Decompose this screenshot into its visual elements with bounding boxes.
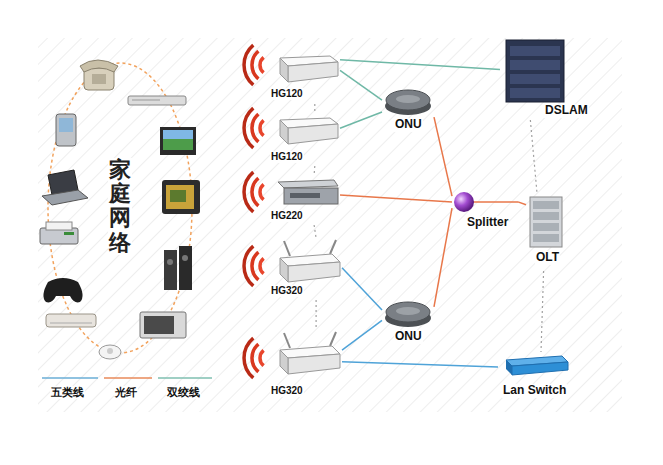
gateway-icon xyxy=(280,332,340,374)
onu-icon xyxy=(385,302,431,327)
connector-line xyxy=(340,70,382,100)
connector-line xyxy=(314,166,316,175)
device-label: HG320 xyxy=(270,285,304,297)
connector-line xyxy=(530,120,537,193)
connector-line xyxy=(518,202,526,205)
region-title: 家庭网络 xyxy=(108,158,132,255)
gateway-icon xyxy=(280,118,338,144)
legend-text: 五类线 xyxy=(50,386,85,399)
device-label: Splitter xyxy=(466,216,509,230)
pda-icon xyxy=(56,114,76,146)
olt-node: OLT xyxy=(526,193,570,271)
connector-line xyxy=(342,268,382,310)
connector-line xyxy=(434,208,452,307)
microwave-icon xyxy=(140,312,186,338)
gateway-icon xyxy=(280,240,340,282)
connector xyxy=(434,208,452,307)
connector xyxy=(340,60,500,70)
connector-line xyxy=(434,117,452,196)
legend-text: 双绞线 xyxy=(166,386,201,399)
device-label: ONU xyxy=(394,330,423,344)
gateway-icon xyxy=(280,56,338,82)
legend-text: 光纤 xyxy=(114,386,138,399)
smoke-detector-icon xyxy=(99,345,121,359)
connector xyxy=(340,112,382,128)
connector-line xyxy=(340,195,452,202)
connector-line xyxy=(340,60,500,70)
wireless-waves xyxy=(244,45,264,85)
legend-line xyxy=(42,377,98,379)
gamepad-icon xyxy=(43,278,82,302)
olt-rack xyxy=(530,197,562,247)
connector-line xyxy=(541,271,544,352)
onu-node: ONU xyxy=(382,86,434,138)
legend-line xyxy=(158,377,212,379)
connector xyxy=(434,117,452,196)
connector-line xyxy=(342,362,498,367)
device-label: DSLAM xyxy=(544,104,589,118)
dslam-node: DSLAM xyxy=(500,36,592,120)
onu-node: ONU xyxy=(382,296,434,350)
device-label: OLT xyxy=(535,251,560,265)
laptop-icon xyxy=(42,170,88,205)
connector xyxy=(314,166,316,175)
speaker-icon xyxy=(164,246,192,290)
connector xyxy=(518,202,526,205)
device-label: HG220 xyxy=(270,210,304,222)
connector xyxy=(340,195,452,202)
connector xyxy=(530,120,537,193)
tv-icon xyxy=(160,127,196,155)
onu-icon xyxy=(385,90,431,115)
connector-line xyxy=(316,300,317,330)
connector xyxy=(541,271,544,352)
connector xyxy=(342,320,382,350)
gateway-node: HG120 xyxy=(268,112,340,166)
gateway-node: HG320 xyxy=(268,238,342,300)
connector-line xyxy=(342,320,382,350)
connector xyxy=(316,300,317,330)
connector xyxy=(314,104,315,112)
legend-line xyxy=(104,377,152,379)
aircon-icon xyxy=(46,314,96,327)
printer-icon xyxy=(40,222,78,244)
connector-line xyxy=(340,112,382,128)
device-label: HG120 xyxy=(270,88,304,100)
phone-icon xyxy=(80,60,118,90)
device-label: Lan Switch xyxy=(502,384,567,398)
hatch-ground xyxy=(38,38,622,412)
connector-line xyxy=(314,225,316,238)
wireless-waves xyxy=(244,246,264,286)
dvd-icon xyxy=(128,96,186,105)
gateway-icon xyxy=(278,180,338,204)
switch-icon xyxy=(506,356,568,375)
wireless-waves xyxy=(244,338,264,378)
device-label: HG120 xyxy=(270,151,304,163)
gateway-node: HG220 xyxy=(266,175,340,225)
splitter-node: Splitter xyxy=(452,190,518,234)
device-label: ONU xyxy=(394,118,423,132)
gateway-node: HG320 xyxy=(268,330,342,402)
connector xyxy=(342,268,382,310)
connector-line xyxy=(314,104,315,112)
gateway-node: HG120 xyxy=(268,48,340,104)
camera-icon xyxy=(162,180,200,214)
connector xyxy=(314,225,316,238)
dslam-rack xyxy=(506,40,564,102)
wireless-waves xyxy=(244,108,264,148)
device-label: HG320 xyxy=(270,385,304,397)
switch-node: Lan Switch xyxy=(498,352,584,402)
connector xyxy=(342,362,498,367)
wireless-waves xyxy=(244,172,264,212)
connector xyxy=(340,70,382,100)
